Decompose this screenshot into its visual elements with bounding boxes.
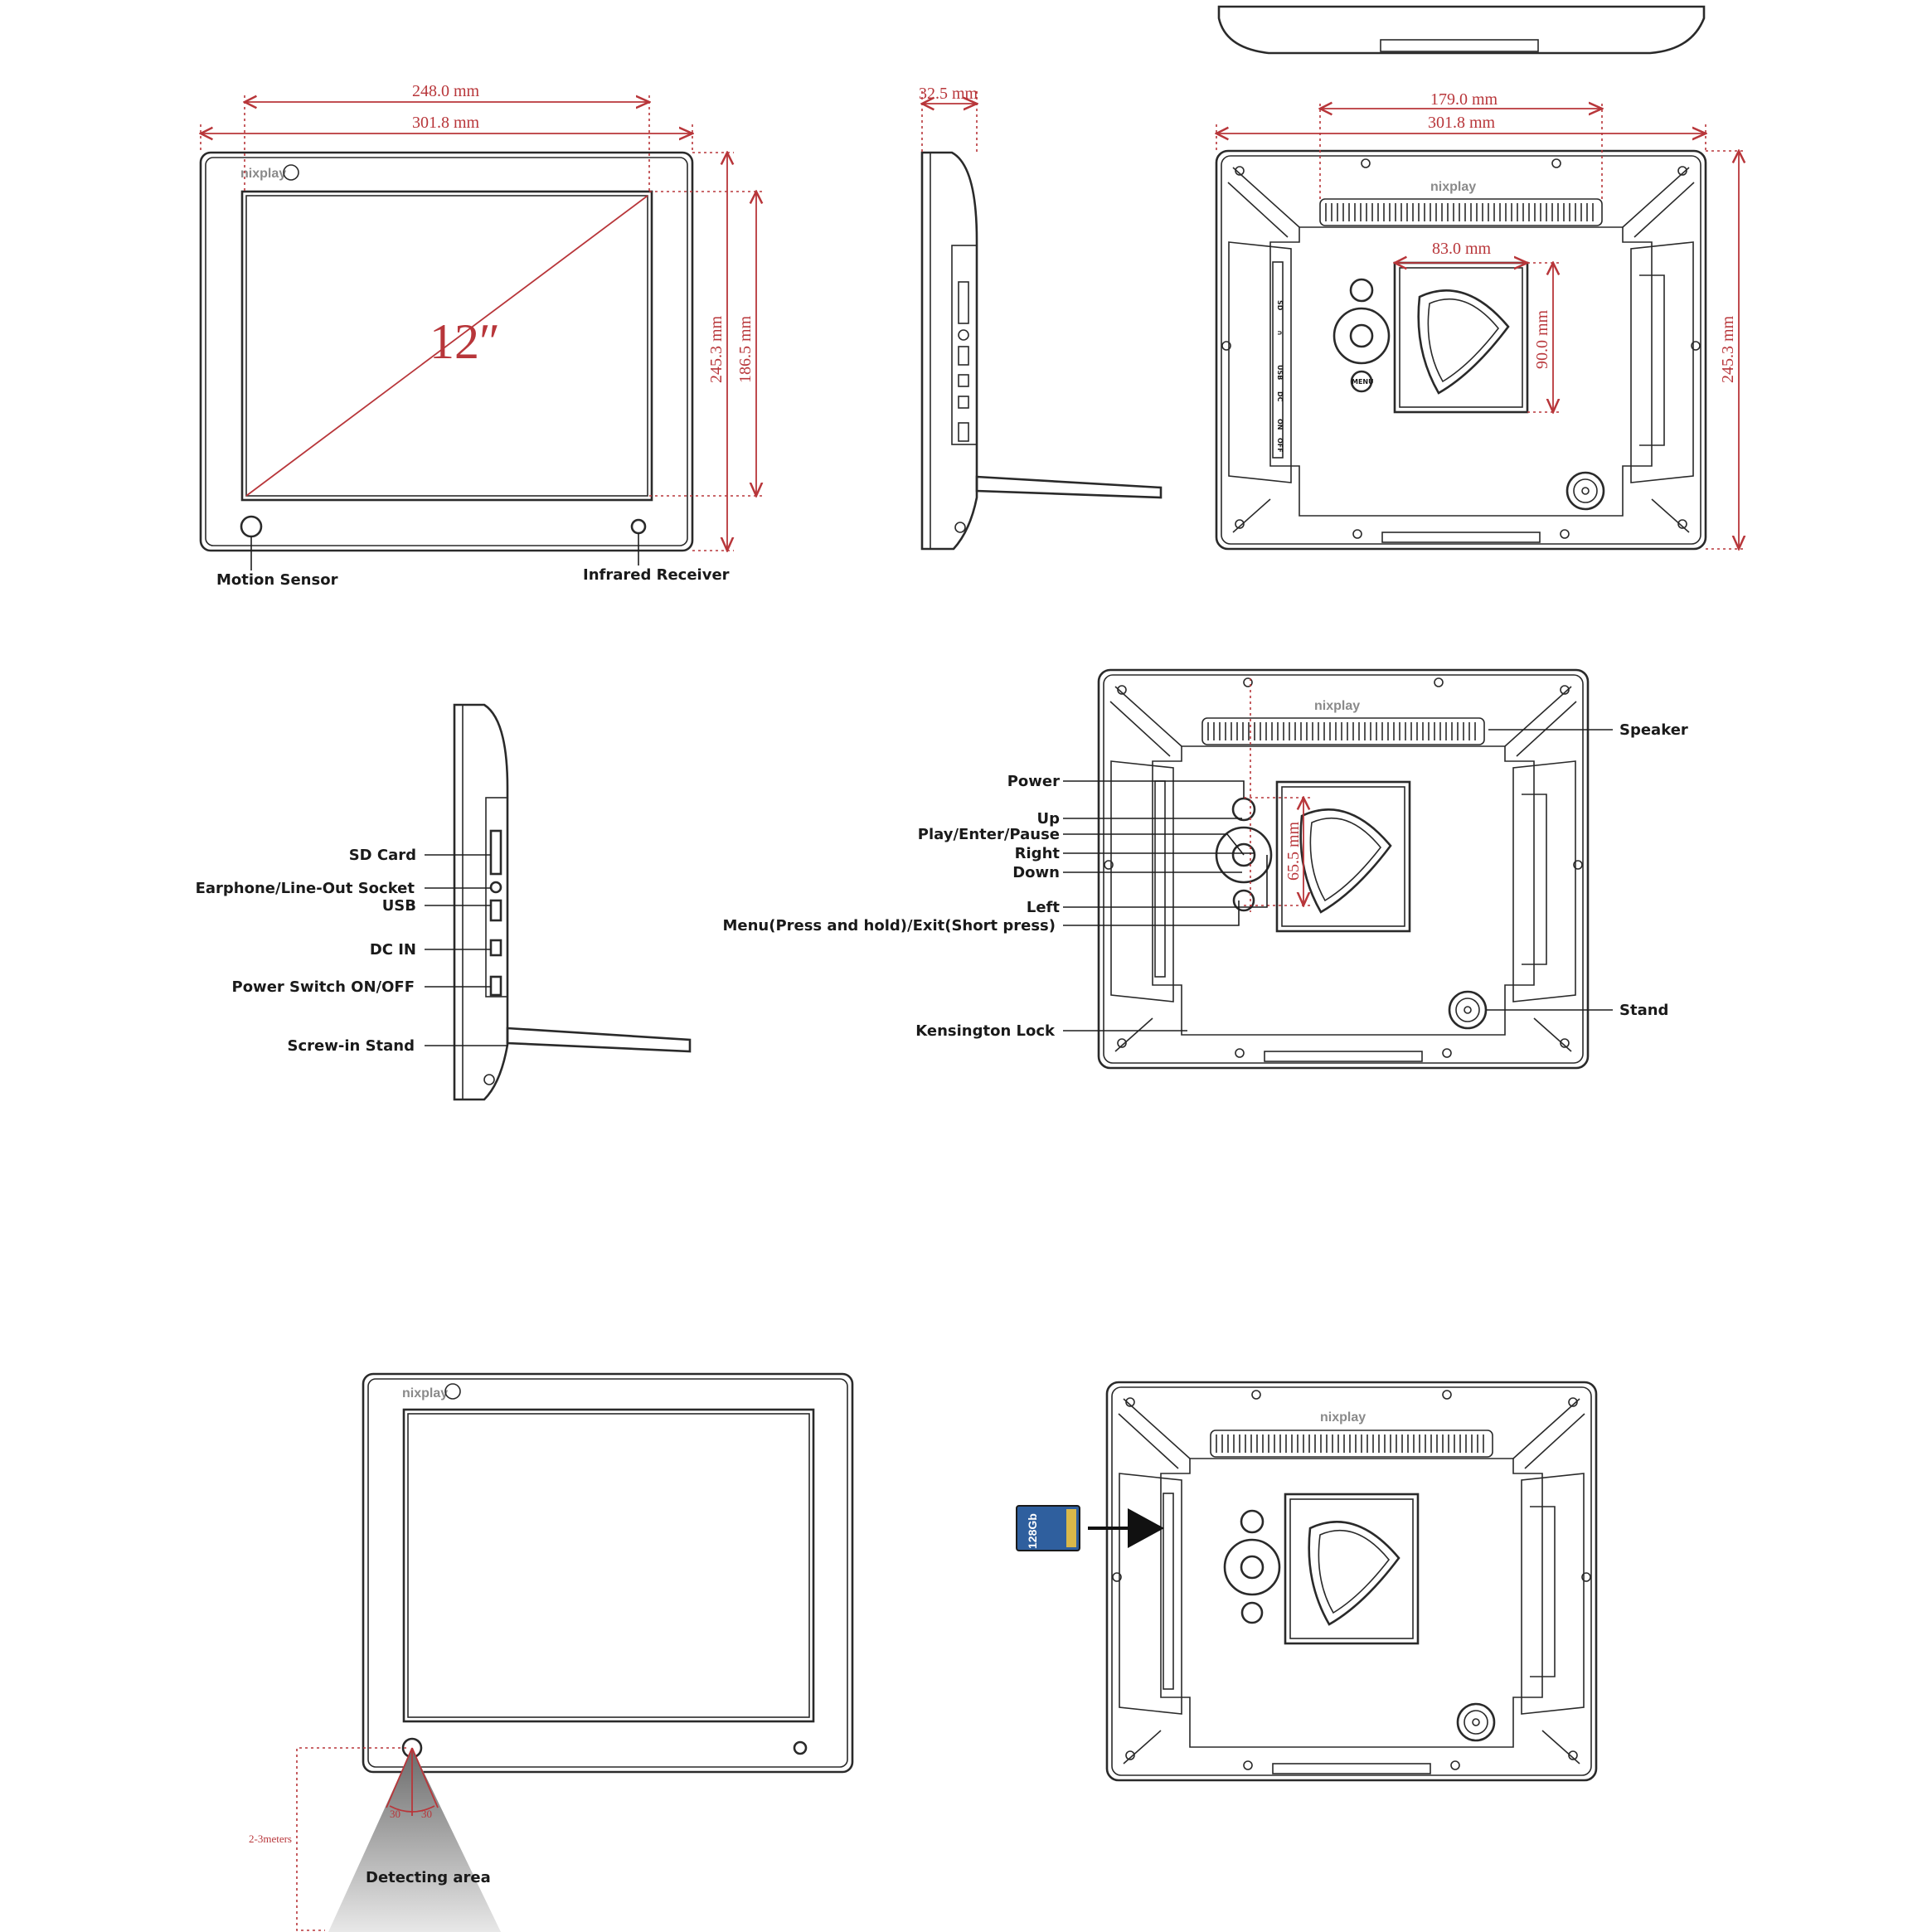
mount-width-label: 83.0 mm <box>1432 240 1492 258</box>
angle-left-label: 30 <box>390 1808 400 1820</box>
sensor-frame <box>362 1372 854 1774</box>
front-view: nixplay Motion Sensor Infrared Receiver … <box>201 82 763 589</box>
svg-text:OFF: OFF <box>1276 438 1284 453</box>
sensor-view: nixplay 30 30 Detecting area 2-3meters <box>249 1372 854 1932</box>
screen-width-label: 248.0 mm <box>412 82 480 100</box>
detecting-area-label: Detecting area <box>366 1869 491 1886</box>
frame-inner <box>205 157 688 546</box>
brand-logo-back: nixplay <box>1430 180 1476 194</box>
play-callout: Play/Enter/Pause <box>918 826 1060 843</box>
controls-view: nixplay 65.5 mm Power Up Play/Enter/Paus… <box>722 668 1688 1070</box>
frame-outer <box>199 151 694 552</box>
button-spacing-label: 65.5 mm <box>1284 821 1303 881</box>
down-callout: Down <box>1012 864 1060 881</box>
screen-inner <box>245 195 648 497</box>
sd-insert-view: nixplay 128Gb <box>1016 1381 1598 1782</box>
up-callout: Up <box>1036 810 1060 828</box>
sd-slot <box>489 829 502 876</box>
speaker-width-label: 179.0 mm <box>1430 90 1498 109</box>
outer-width-label: 301.8 mm <box>412 114 480 132</box>
svg-text:ON: ON <box>1276 419 1284 430</box>
menu-callout: Menu(Press and hold)/Exit(Short press) <box>722 917 1056 934</box>
usb-callout: USB <box>382 897 416 915</box>
range-label: 2-3meters <box>249 1832 292 1845</box>
logo-mark <box>283 164 299 181</box>
sd-card-capacity: 128Gb <box>1026 1513 1039 1549</box>
top-edge-vent <box>1380 39 1539 52</box>
detecting-area-cone <box>328 1748 501 1932</box>
infrared-receiver-label: Infrared Receiver <box>583 566 730 584</box>
side-body <box>920 151 978 551</box>
svg-text:SD: SD <box>1276 300 1284 311</box>
brand-logo-sensor: nixplay <box>402 1386 448 1400</box>
ports-panel <box>485 797 508 998</box>
motion-sensor-label: Motion Sensor <box>216 571 338 589</box>
range-indicator <box>296 1747 406 1931</box>
svg-text:∩: ∩ <box>1276 330 1284 336</box>
sd-card-callout: SD Card <box>349 847 416 864</box>
infrared-receiver-dot <box>630 518 647 535</box>
depth-label: 32.5 mm <box>919 85 978 103</box>
screw-in-stand-drawing <box>506 1027 692 1053</box>
side-stand <box>975 475 1163 499</box>
ports-side-body <box>453 703 509 1101</box>
right-callout: Right <box>1015 845 1061 862</box>
brand-logo-controls: nixplay <box>1314 699 1360 713</box>
power-switch-callout: Power Switch ON/OFF <box>232 978 415 996</box>
screen-height-label: 186.5 mm <box>736 315 755 383</box>
stand-callout: Screw-in Stand <box>288 1037 415 1055</box>
svg-text:USB: USB <box>1276 365 1284 380</box>
sd-card-icon: 128Gb <box>1016 1505 1080 1551</box>
diagonal-label: 12″ <box>430 314 500 369</box>
kensington-callout: Kensington Lock <box>915 1022 1056 1040</box>
back-outer-height-label: 245.3 mm <box>1719 315 1737 383</box>
back-panel-drawing <box>1215 149 1707 551</box>
motion-sensor-dot <box>240 515 263 538</box>
back-view-dimensioned: nixplay SD ∩ USB DC ON OFF MENU 301.8 mm… <box>1215 5 1745 551</box>
dc-in-port <box>489 939 502 957</box>
power-callout: Power <box>1007 773 1060 790</box>
brand-logo-front: nixplay <box>240 167 286 181</box>
earphone-socket <box>489 881 502 894</box>
menu-button-label: MENU <box>1352 378 1374 386</box>
svg-text:DC: DC <box>1276 391 1284 402</box>
back-outer-width-label: 301.8 mm <box>1428 114 1496 132</box>
usb-port <box>489 899 502 922</box>
angle-right-label: 30 <box>421 1808 432 1820</box>
side-port-panel <box>951 245 978 445</box>
screen-outline <box>240 190 653 502</box>
top-edge-view <box>1217 5 1706 55</box>
side-view: 32.5 mm <box>919 85 1163 551</box>
earphone-callout: Earphone/Line-Out Socket <box>196 880 415 897</box>
mount-height-label: 90.0 mm <box>1533 309 1551 369</box>
sd-insert-back-panel <box>1105 1381 1598 1782</box>
left-callout: Left <box>1027 899 1061 916</box>
brand-logo-sd: nixplay <box>1320 1410 1366 1425</box>
stand-screw-callout: Stand <box>1619 1002 1668 1019</box>
back-port-labels: SD ∩ USB DC ON OFF <box>1276 300 1284 453</box>
dc-in-callout: DC IN <box>370 941 416 959</box>
ports-side-view: SD Card Earphone/Line-Out Socket USB DC … <box>196 703 692 1101</box>
sensor-screen <box>402 1408 815 1723</box>
outer-height-label: 245.3 mm <box>707 315 726 383</box>
speaker-callout: Speaker <box>1619 721 1688 739</box>
power-switch <box>489 975 502 997</box>
diagonal-dimension <box>245 195 648 497</box>
